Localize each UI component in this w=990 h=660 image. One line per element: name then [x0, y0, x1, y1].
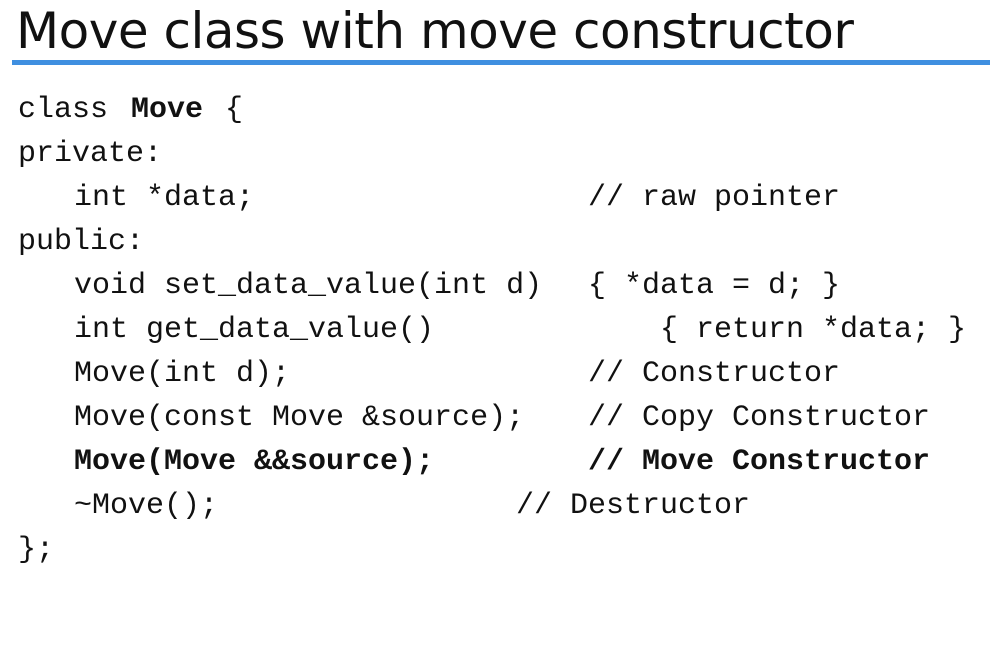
code-line-public: public:: [18, 220, 144, 264]
move-constructor-code: Move(Move &&source);: [74, 445, 435, 479]
public-label: public:: [18, 225, 145, 259]
code-line-move-constructor: Move(Move &&source); // Move Constructor: [18, 440, 930, 484]
class-name: Move: [131, 93, 204, 127]
code-line-class-close: };: [18, 528, 90, 572]
constructor-code: Move(int d);: [74, 357, 291, 391]
code-line-private: private:: [18, 132, 162, 176]
data-member-comment: // raw pointer: [588, 181, 841, 215]
destructor-code: ~Move();: [74, 489, 219, 523]
getter-signature: int get_data_value(): [74, 313, 435, 347]
copy-constructor-comment: // Copy Constructor: [588, 401, 931, 435]
code-line-class-decl: class Move {: [18, 88, 243, 132]
move-constructor-comment: // Move Constructor: [588, 445, 931, 479]
class-open-brace: {: [207, 93, 244, 127]
copy-constructor-code: Move(const Move &source);: [74, 401, 525, 435]
class-close-brace: };: [18, 533, 55, 567]
setter-signature: void set_data_value(int d): [74, 269, 543, 303]
data-member-code: int *data;: [74, 181, 255, 215]
setter-body: { *data = d; }: [588, 269, 841, 303]
code-block: class Move { private: int *data; // raw …: [18, 88, 966, 572]
code-line-setter: void set_data_value(int d) { *data = d; …: [18, 264, 840, 308]
getter-body: { return *data; }: [660, 313, 967, 347]
code-line-destructor: ~Move(); // Destructor: [18, 484, 750, 528]
code-line-copy-constructor: Move(const Move &source); // Copy Constr…: [18, 396, 930, 440]
constructor-comment: // Constructor: [588, 357, 841, 391]
code-line-constructor: Move(int d); // Constructor: [18, 352, 840, 396]
code-line-getter: int get_data_value() { return *data; }: [18, 308, 966, 352]
private-label: private:: [18, 137, 163, 171]
title-underline: [12, 60, 990, 65]
slide-title: Move class with move constructor: [16, 2, 854, 60]
class-keyword: class: [18, 93, 127, 127]
code-line-data-member: int *data; // raw pointer: [18, 176, 840, 220]
destructor-comment: // Destructor: [516, 489, 751, 523]
